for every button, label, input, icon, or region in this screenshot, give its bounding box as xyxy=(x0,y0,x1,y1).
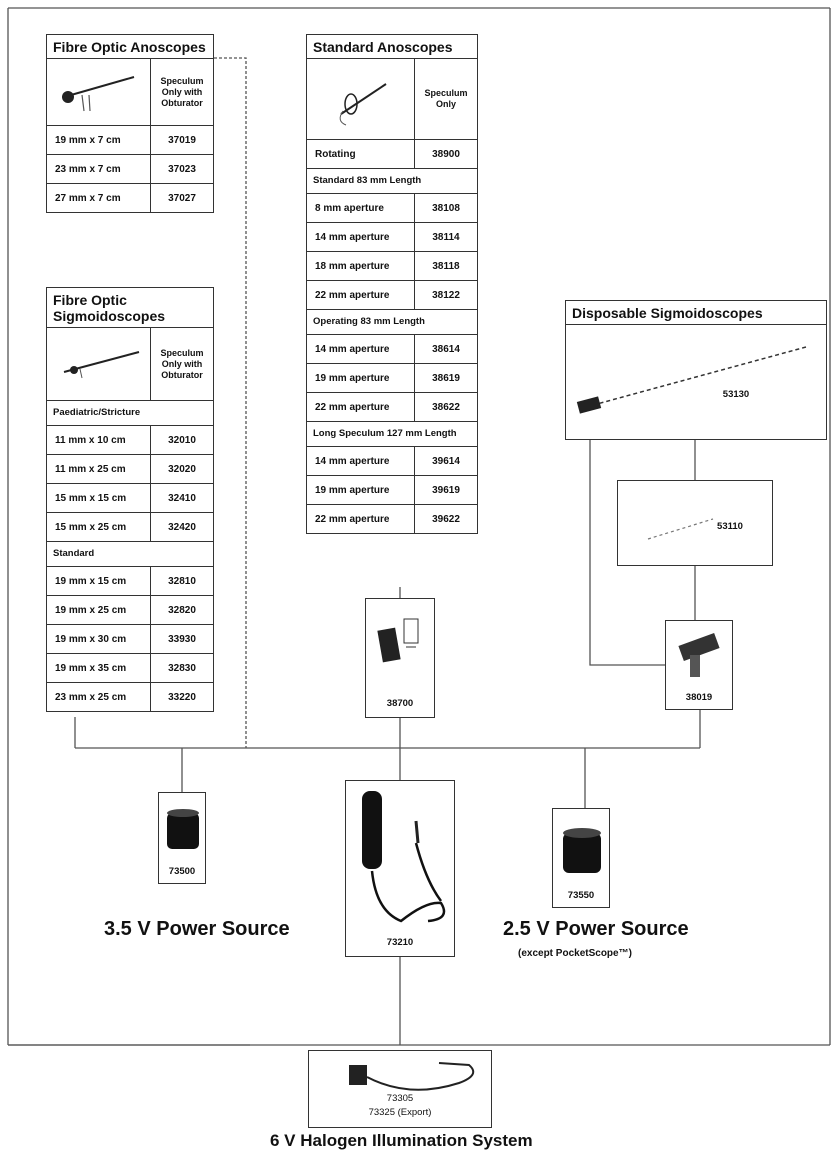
fibre-sigmoidoscopes-title: Fibre Optic Sigmoidoscopes xyxy=(47,288,213,328)
halogen-charger: 73305 73325 (Export) xyxy=(308,1050,492,1128)
fibre-anoscopes-title: Fibre Optic Anoscopes xyxy=(47,35,213,59)
halogen-system-label: 6 V Halogen Illumination System xyxy=(270,1131,533,1150)
anoscope-illustration xyxy=(47,59,151,125)
section-header: Standard xyxy=(47,542,213,567)
code-73550: 73550 xyxy=(567,890,595,901)
code-53110: 53110 xyxy=(717,521,743,532)
speculum-obturator-header: Speculum Only with Obturator xyxy=(160,75,204,108)
handle-illustration xyxy=(678,632,720,677)
speculum-only-header: Speculum Only xyxy=(424,88,468,109)
standard-anoscopes-title: Standard Anoscopes xyxy=(307,35,477,59)
section-header: Standard 83 mm Length xyxy=(307,169,477,194)
standard-anoscope-illustration xyxy=(307,59,415,139)
disposable-sigmoidoscope-image xyxy=(576,346,807,414)
section-header: Paediatric/Stricture xyxy=(47,401,213,426)
disposable-53110-box: 53110 xyxy=(617,480,773,566)
section-header: Operating 83 mm Length xyxy=(307,310,477,335)
rechargeable-handle-73210: 73210 xyxy=(345,780,455,957)
code-73500: 73500 xyxy=(168,866,196,877)
battery-icon xyxy=(167,809,199,849)
section-header: Long Speculum 127 mm Length xyxy=(307,422,477,447)
power-25-label: 2.5 V Power Source xyxy=(503,918,689,940)
standard-anoscopes-table: Standard Anoscopes Speculum Only Rotatin… xyxy=(306,34,478,534)
fibre-sigmoidoscopes-table: Fibre Optic Sigmoidoscopes Speculum Only… xyxy=(46,287,214,712)
battery-73550: 73550 xyxy=(552,808,610,908)
disposable-sigmoidoscopes-box: Disposable Sigmoidoscopes 53130 xyxy=(565,300,827,440)
power-35-label: 3.5 V Power Source xyxy=(104,918,290,940)
rechargeable-handle-image xyxy=(362,791,446,923)
power-25-note: (except PocketScope™) xyxy=(518,948,632,959)
disposable-short-image xyxy=(647,518,714,540)
fibre-anoscopes-table: Fibre Optic Anoscopes Speculum Only with… xyxy=(46,34,214,213)
code-73210: 73210 xyxy=(386,937,414,948)
charger-image xyxy=(349,1062,475,1091)
code-53130: 53130 xyxy=(722,389,750,400)
code-38019: 38019 xyxy=(685,692,713,703)
handle-38019: 38019 xyxy=(665,620,733,710)
sigmoidoscope-illustration xyxy=(47,328,151,400)
handle-illustration xyxy=(377,618,419,663)
battery-icon xyxy=(563,828,601,873)
handle-38700: 38700 xyxy=(365,598,435,718)
speculum-obturator-header: Speculum Only with Obturator xyxy=(160,347,204,380)
disposable-title: Disposable Sigmoidoscopes xyxy=(566,301,826,325)
code-73305: 73305 xyxy=(386,1093,414,1104)
battery-73500: 73500 xyxy=(158,792,206,884)
code-73325-export: 73325 (Export) xyxy=(368,1107,432,1118)
code-38700: 38700 xyxy=(386,698,414,709)
